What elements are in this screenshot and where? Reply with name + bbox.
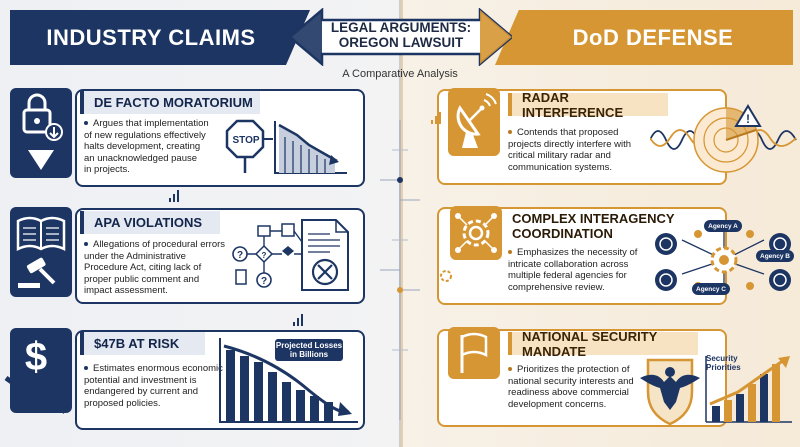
- card-title: DE FACTO MORATORIUM: [94, 95, 253, 110]
- gear-network-icon: [450, 206, 502, 260]
- agency-b-badge: [756, 250, 794, 262]
- agency-network-illustration: [655, 230, 791, 291]
- subtitle: A Comparative Analysis: [342, 68, 458, 80]
- projected-losses-label: Projected Losses in Billions: [275, 341, 343, 359]
- industry-claims-title: INDUSTRY CLAIMS: [46, 24, 256, 50]
- agency-b-label: Agency B: [760, 253, 790, 260]
- stop-sign-label: STOP: [232, 135, 260, 146]
- bullet: [508, 130, 512, 135]
- bullet: [508, 250, 512, 255]
- agency-c-label: Agency C: [696, 286, 726, 293]
- card-body: Contends that proposed projects directly…: [508, 127, 658, 173]
- card-title-bar: APA VIOLATIONS: [80, 211, 220, 234]
- svg-text:$: $: [25, 335, 47, 379]
- lock-download-icon: [10, 88, 72, 178]
- center-divider-gold: [401, 0, 403, 447]
- center-double-arrow: [290, 8, 512, 66]
- flowchart-document-rejected-illustration: ? ? ?: [232, 219, 349, 291]
- card-body-text: Contends that proposed projects directly…: [508, 127, 632, 173]
- bullet: [84, 121, 88, 126]
- card-title: RADAR INTERFERENCE: [522, 89, 624, 120]
- bullet: [84, 366, 88, 371]
- industry-claims-banner: INDUSTRY CLAIMS: [10, 10, 310, 65]
- eagle-shield-rising-chart-illustration: [640, 356, 792, 426]
- satellite-dish-icon: [448, 88, 500, 156]
- stop-sign-declining-chart-illustration: [225, 119, 347, 174]
- card-title: COMPLEX INTERAGENCY COORDINATION: [512, 211, 675, 241]
- small-gear-icon: [440, 270, 452, 282]
- dod-defense-banner: DoD DEFENSE: [495, 10, 793, 65]
- svg-text:!: !: [746, 112, 750, 126]
- small-bar-icon: [169, 190, 179, 202]
- card-body-text: Argues that implementation of new regula…: [84, 118, 209, 175]
- falling-arrow-icon: [4, 375, 64, 414]
- card-body-text: Allegations of procedural errors under t…: [84, 239, 226, 296]
- svg-text:?: ?: [261, 276, 267, 287]
- law-book-gavel-icon: [10, 207, 72, 297]
- card-body: Estimates enormous economic potential an…: [84, 363, 234, 409]
- center-spine-decoration: [380, 120, 420, 420]
- card-body: Emphasizes the necessity of intricate co…: [508, 247, 658, 293]
- svg-text:?: ?: [262, 251, 267, 260]
- bullet: [84, 242, 88, 247]
- flag-icon: [448, 327, 500, 379]
- card-body: Prioritizes the protection of national s…: [508, 364, 658, 410]
- card-title-bar: DE FACTO MORATORIUM: [80, 91, 260, 114]
- card-title: NATIONAL SECURITY MANDATE: [522, 328, 658, 359]
- small-bar-icon: [431, 112, 441, 124]
- card-title-bar: RADAR INTERFERENCE: [508, 90, 668, 120]
- card-body: Argues that implementation of new regula…: [84, 118, 234, 176]
- agency-a-badge: [704, 220, 742, 232]
- small-bar-icon: [293, 314, 303, 326]
- card-title-bar: $47B AT RISK: [80, 332, 205, 355]
- card-title-bar: NATIONAL SECURITY MANDATE: [508, 329, 698, 359]
- svg-text:?: ?: [237, 250, 243, 261]
- radar-waves-warning-illustration: !: [650, 104, 797, 173]
- projected-losses-label-box: [275, 339, 343, 361]
- card-body-text: Emphasizes the necessity of intricate co…: [508, 247, 638, 293]
- card-body: Allegations of procedural errors under t…: [84, 239, 234, 297]
- bullet: [508, 367, 512, 372]
- dod-defense-title: DoD DEFENSE: [572, 24, 734, 50]
- card-body-text: Prioritizes the protection of national s…: [508, 364, 634, 410]
- card-title: $47B AT RISK: [94, 336, 180, 351]
- declining-bar-chart-illustration: [219, 338, 358, 423]
- card-body-text: Estimates enormous economic potential an…: [84, 363, 223, 409]
- security-priorities-label: Security Priorities: [706, 354, 741, 372]
- agency-c-badge: [692, 283, 730, 295]
- center-title: LEGAL ARGUMENTS: OREGON LAWSUIT: [330, 20, 472, 50]
- agency-a-label: Agency A: [708, 223, 738, 230]
- card-title: APA VIOLATIONS: [94, 215, 203, 230]
